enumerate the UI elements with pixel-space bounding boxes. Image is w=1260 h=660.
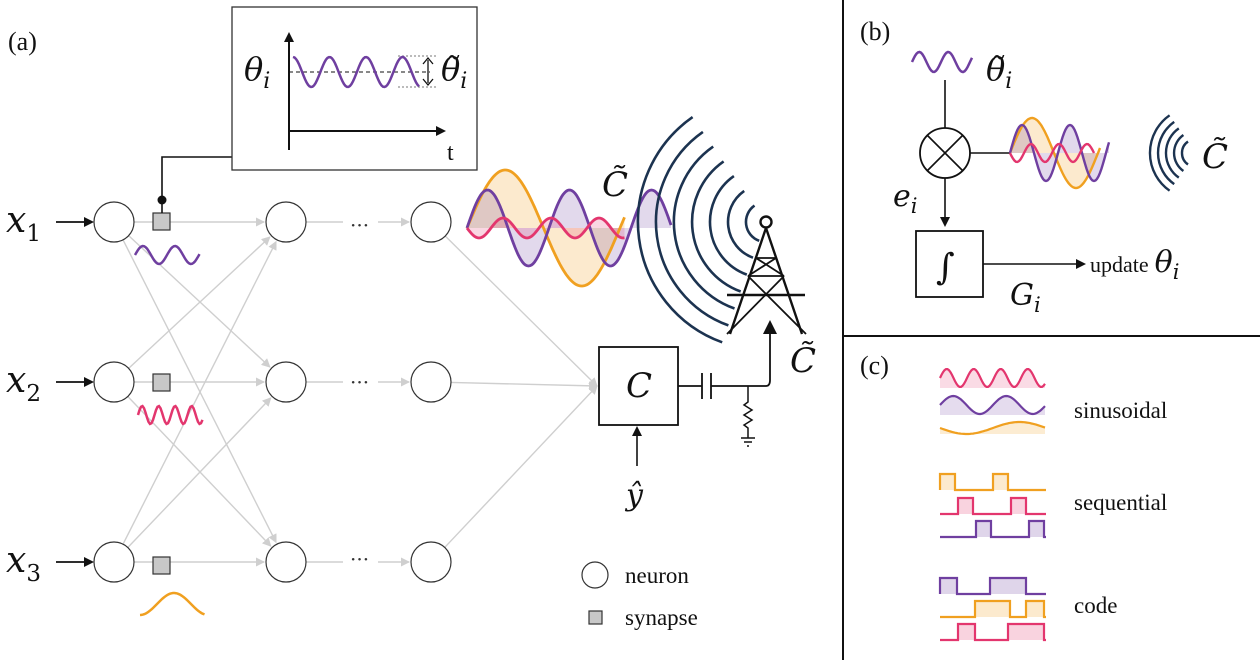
cost-function-label: C [626, 366, 652, 406]
edge-l1-l2 [127, 395, 272, 547]
synapse-3-perturbation-wave [139, 591, 205, 617]
multiplier-icon [919, 127, 971, 179]
broadcast-label: C̃ [602, 165, 628, 205]
sequential-purple [940, 519, 1046, 539]
legend-synapse-icon [588, 610, 603, 625]
neuron-l1-r3 [93, 541, 135, 583]
inset-ylabel: θi [244, 50, 270, 94]
code-orange [940, 599, 1046, 619]
big-wave-purple [465, 188, 673, 268]
ellipsis-row-3: ··· [350, 547, 369, 571]
integrator-block [915, 230, 984, 298]
neuron-layer [93, 201, 452, 583]
neuron-l3-r1 [410, 201, 452, 243]
sequential-pink [940, 496, 1046, 516]
panel-b-perturbation-wave [910, 50, 974, 74]
neuron-l2-r2 [265, 361, 307, 403]
output-circuit [678, 325, 771, 447]
edge-l1-l2 [127, 397, 272, 549]
code-pink [940, 622, 1046, 642]
sequential-example [938, 472, 1046, 539]
edge-l1-l2 [122, 239, 277, 544]
input-label-3: x3 [6, 540, 41, 587]
input-label-2: x2 [6, 360, 41, 407]
input-arrows: x1 x2 x3 [6, 200, 94, 587]
sequential-orange [938, 472, 1046, 492]
ellipsis-row-1: ··· [350, 213, 369, 237]
panel-label-c: (c) [860, 351, 889, 380]
neuron-l2-r3 [265, 541, 307, 583]
parameter-inset: θi t θ̃i [231, 6, 478, 171]
legend-synapse-label: synapse [625, 605, 698, 630]
edge-l1-l2 [128, 236, 271, 369]
inset-frame [231, 6, 478, 171]
panel-b-gradient-label: Gi [1010, 278, 1041, 317]
legend-neuron-label: neuron [625, 563, 689, 588]
neuron-l2-r1 [265, 201, 307, 243]
broadcast-tower [726, 215, 807, 335]
inset-amplitude-arrows [422, 56, 434, 87]
neuron-l1-r1 [93, 201, 135, 243]
target-label: ŷ [624, 478, 644, 513]
panel-b-error-label: ei [893, 179, 917, 218]
edge-l1-l2 [122, 240, 277, 545]
panel-label-a: (a) [8, 27, 37, 56]
panel-label-b: (b) [860, 17, 890, 46]
code-example [938, 576, 1046, 642]
inset-connector [161, 156, 232, 213]
output-arrow-head [763, 320, 777, 334]
neuron-l1-r2 [93, 361, 135, 403]
panel-b-perturbation-label: θ̃i [986, 50, 1012, 94]
output-label: C̃ [790, 341, 816, 381]
edge-l3-cost [444, 385, 598, 548]
synapse-1 [152, 212, 171, 231]
panel-b-broadcast-label: C̃ [1202, 137, 1228, 177]
legend-neuron-icon [581, 561, 609, 589]
big-wave-pink [465, 216, 625, 240]
type-label-sequential: sequential [1074, 490, 1167, 515]
edge-l3-cost [450, 381, 598, 391]
synapse-3 [152, 556, 171, 575]
synapse-1-perturbation-wave [133, 244, 201, 266]
code-purple [938, 576, 1046, 596]
inset-connector-dot [157, 195, 167, 205]
inset-xlabel: t [447, 140, 454, 166]
synapse-2-perturbation-wave [136, 404, 204, 426]
inset-amplitude-label: θ̃i [441, 50, 467, 94]
type-label-sinusoidal: sinusoidal [1074, 398, 1167, 423]
input-label-1: x1 [6, 200, 41, 247]
panel-b-broadcast-arcs [1148, 114, 1189, 192]
integrator-symbol: ∫ [936, 247, 955, 288]
sinusoidal-example [939, 368, 1046, 436]
neuron-l3-r2 [410, 361, 452, 403]
edge-l3-cost [444, 235, 598, 387]
inset-theta-wave [292, 55, 420, 89]
neuron-l3-r3 [410, 541, 452, 583]
cost-function-block [598, 346, 679, 426]
ellipsis-row-2: ··· [350, 370, 369, 394]
synapse-2 [152, 373, 171, 392]
combined-perturbation-waves [465, 168, 673, 288]
broadcast-signal-arcs [636, 116, 760, 344]
panel-b-signal-waves [1008, 116, 1111, 190]
type-label-code: code [1074, 593, 1117, 618]
